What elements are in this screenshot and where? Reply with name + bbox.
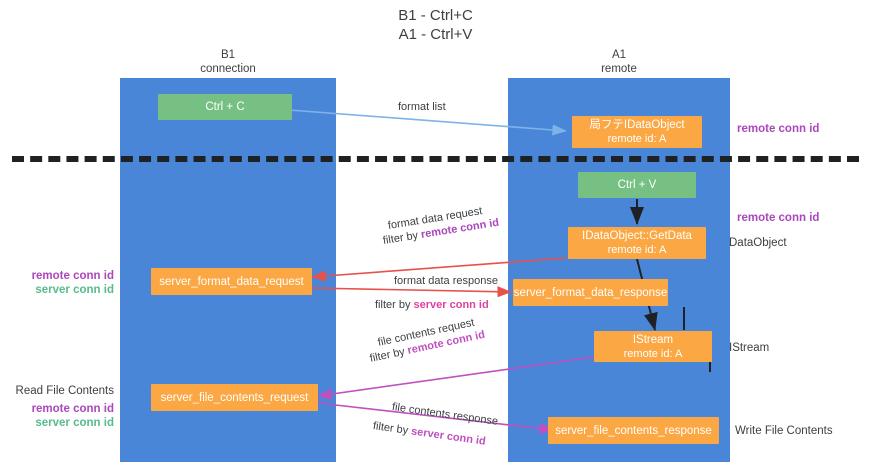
annotation-left-server-conn-id-mid: server conn id — [0, 283, 114, 297]
annotation-right-remote-conn-id-top: remote conn id — [737, 122, 819, 136]
annotation-text: remote conn id — [31, 270, 114, 282]
filter-prefix: filter by — [375, 299, 414, 311]
node-idataobject-line2: remote id: A — [607, 133, 667, 145]
lane-header-a1: A1 remote — [508, 48, 730, 76]
edge-label-format-data-response: format data response — [394, 275, 498, 287]
node-server-format-data-response[interactable]: server_format_data_response — [513, 279, 668, 306]
node-idataobject[interactable]: 局フテIDataObject remote id: A — [572, 116, 702, 148]
title-line-2: A1 - Ctrl+V — [398, 26, 473, 43]
node-server-format-data-request[interactable]: server_format_data_request — [151, 268, 312, 295]
node-istream[interactable]: IStream remote id: A — [594, 331, 712, 362]
lane-header-b1-role: connection — [200, 63, 256, 75]
node-server-file-contents-response[interactable]: server_file_contents_response — [548, 417, 719, 444]
node-idataobject-line1: 局フテIDataObject — [589, 119, 685, 131]
node-server-file-contents-request[interactable]: server_file_contents_request — [151, 384, 318, 411]
filter-prefix: filter by — [372, 420, 412, 438]
node-getdata-line2: remote id: A — [607, 244, 667, 256]
node-istream-line2: remote id: A — [623, 347, 683, 360]
annotation-left-read-file-contents: Read File Contents — [15, 385, 114, 397]
edge-label-format-data-response-filter: filter by server conn id — [375, 298, 489, 312]
phase-divider — [12, 156, 859, 162]
annotation-left-remote-conn-id-mid: remote conn id — [0, 269, 114, 283]
filter-key-server-conn-id: server conn id — [413, 299, 489, 311]
node-server-format-data-response-label: server_format_data_response — [513, 286, 668, 299]
node-ctrl-c-label: Ctrl + C — [205, 101, 245, 113]
title-line-1: B1 - Ctrl+C — [398, 7, 473, 24]
node-server-file-contents-response-label: server_file_contents_response — [555, 424, 712, 437]
annotation-right-dataobject: DataObject — [729, 237, 787, 249]
annotation-text: remote conn id — [31, 403, 114, 415]
annotation-right-istream: IStream — [729, 342, 770, 354]
node-getdata-line1: IDataObject::GetData — [582, 230, 692, 242]
node-ctrl-v-label: Ctrl + V — [617, 179, 657, 191]
node-istream-line1: IStream — [632, 333, 674, 346]
node-server-file-contents-request-label: server_file_contents_request — [160, 391, 309, 404]
annotation-right-remote-conn-id-mid: remote conn id — [737, 211, 819, 225]
node-idataobject-getdata[interactable]: IDataObject::GetData remote id: A — [568, 227, 706, 259]
annotation-text: remote conn id — [737, 212, 820, 224]
filter-key-server-conn-id: server conn id — [410, 425, 487, 448]
lane-header-a1-role: remote — [601, 63, 637, 75]
annotation-text: server conn id — [35, 417, 114, 429]
annotation-text: remote conn id — [737, 123, 820, 135]
annotation-left-server-conn-id-bot: server conn id — [0, 416, 114, 430]
lane-header-a1-name: A1 — [611, 49, 627, 61]
node-ctrl-v[interactable]: Ctrl + V — [578, 172, 696, 198]
annotation-text: server conn id — [35, 284, 114, 296]
diagram-title: B1 - Ctrl+C A1 - Ctrl+V — [0, 6, 871, 44]
node-server-format-data-request-label: server_format_data_request — [159, 275, 304, 288]
annotation-right-write-file-contents: Write File Contents — [735, 425, 833, 437]
annotation-left-remote-conn-id-bot: remote conn id — [0, 402, 114, 416]
filter-prefix: filter by — [368, 345, 409, 365]
edge-format-data-response — [311, 286, 512, 298]
lane-header-b1: B1 connection — [120, 48, 336, 76]
edge-label-format-list: format list — [398, 101, 446, 113]
node-ctrl-c[interactable]: Ctrl + C — [158, 94, 292, 120]
lane-header-b1-name: B1 — [220, 49, 236, 61]
